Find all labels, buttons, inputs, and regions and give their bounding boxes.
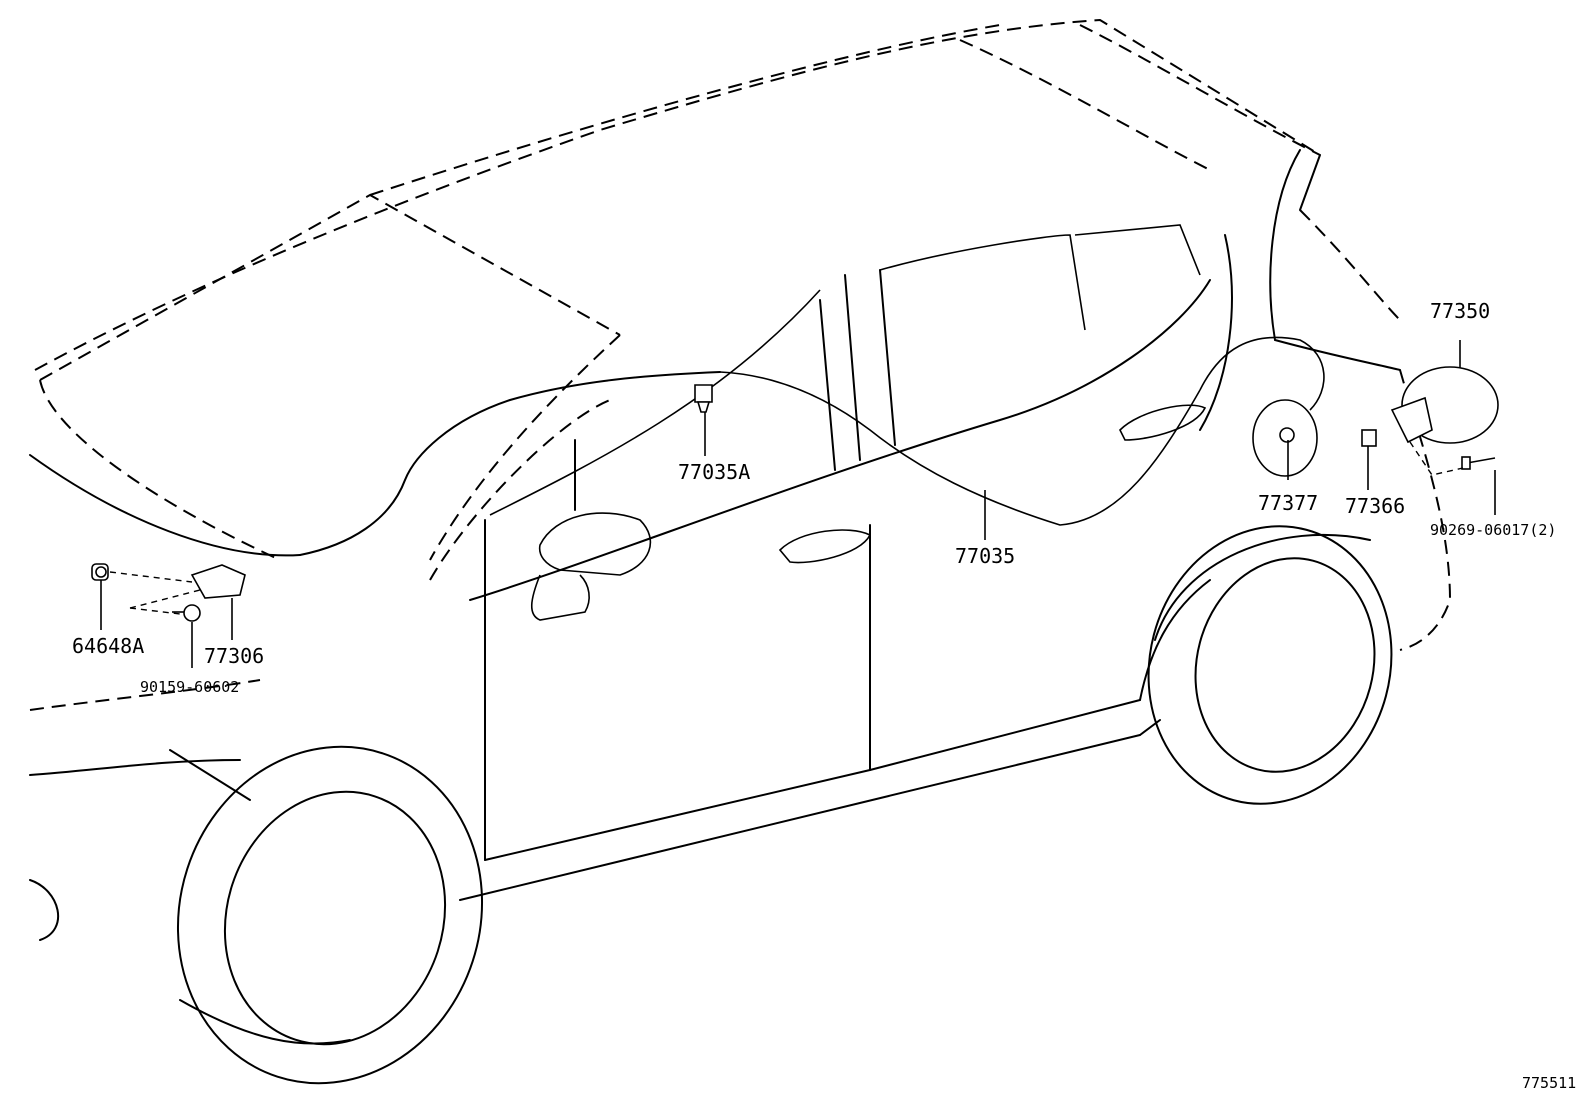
bracket-77306-icon: [190, 564, 246, 599]
label-90159-60602: 90159-60602: [140, 678, 239, 696]
hinge-77366-icon: [1361, 429, 1377, 447]
callout-labels: 64648A 77306 90159-60602 77035A 77035 77…: [72, 299, 1576, 1092]
label-77350: 77350: [1430, 299, 1490, 323]
fuel-lid-77350-icon: [1390, 366, 1499, 444]
fuel-housing-77377-icon: [1252, 399, 1318, 477]
label-77366: 77366: [1345, 494, 1405, 518]
screw-90159-icon: [172, 604, 201, 622]
screw-90269-icon: [1461, 456, 1496, 470]
label-77306: 77306: [204, 644, 264, 668]
clip-64648A-icon: [91, 563, 109, 581]
label-77035A: 77035A: [678, 460, 750, 484]
label-77377: 77377: [1258, 491, 1318, 515]
rear-wheel: [1147, 525, 1393, 805]
front-wheel: [176, 745, 484, 1085]
label-90269-06017: 90269-06017(2): [1430, 521, 1556, 539]
cable-77035-icon: [719, 336, 1325, 526]
figure-id: 775511: [1522, 1074, 1576, 1092]
label-77035: 77035: [955, 544, 1015, 568]
car-body-outline: [29, 19, 1451, 1045]
clamp-77035A-icon: [694, 384, 713, 413]
leader-lines: [100, 340, 1496, 668]
label-64648A: 64648A: [72, 634, 144, 658]
